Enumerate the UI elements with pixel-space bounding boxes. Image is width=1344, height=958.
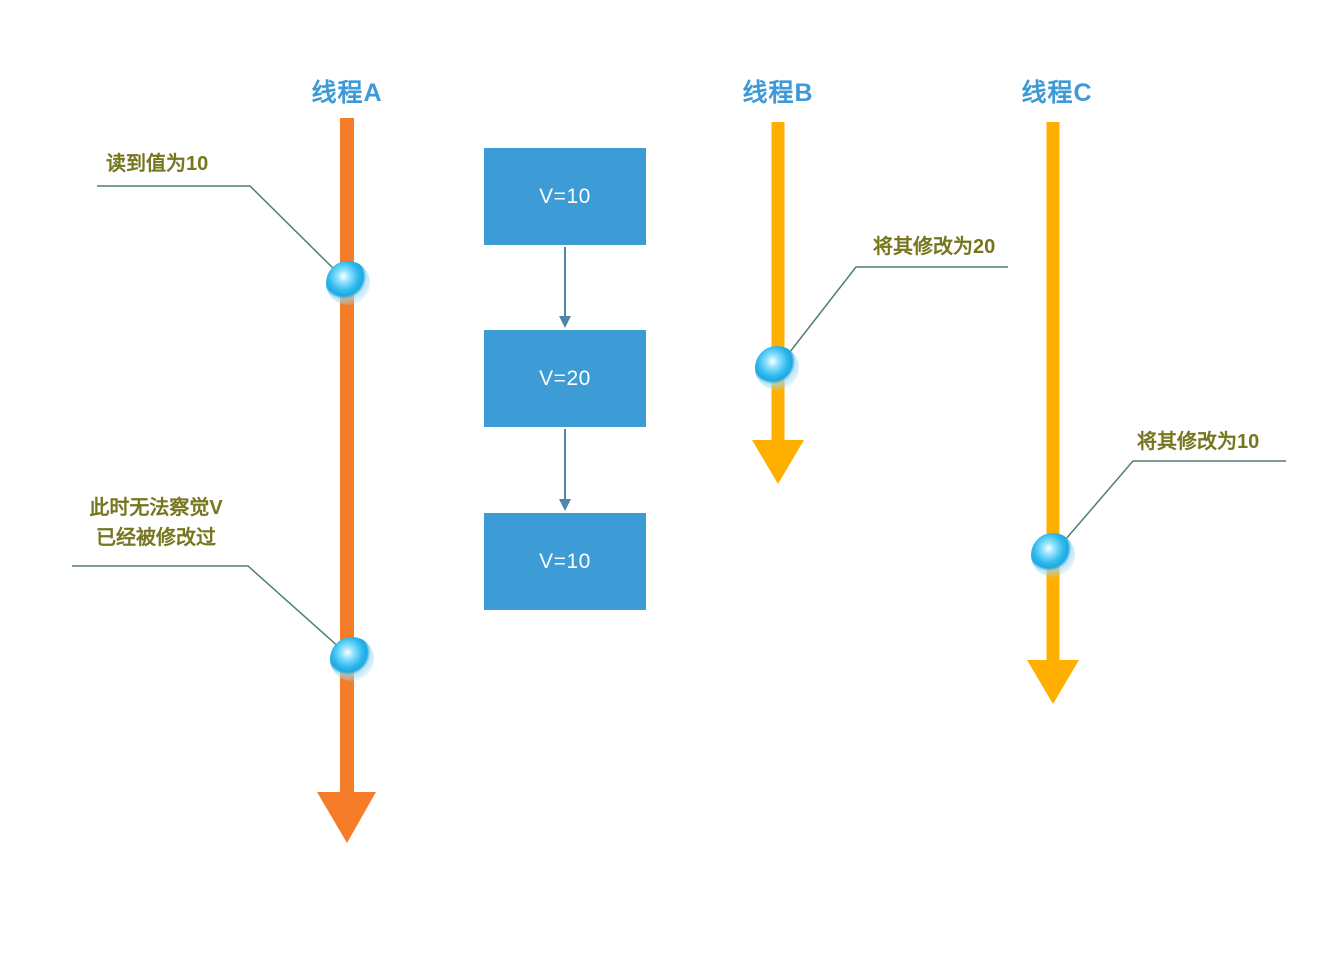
thread-c-arrow-shaft xyxy=(1046,122,1060,662)
annotation-modify-to-20: 将其修改为20 xyxy=(873,236,996,258)
box-connector-1-head xyxy=(559,316,571,328)
thread-c-arrow-head xyxy=(1027,660,1079,704)
thread-a-timeline-arrow xyxy=(317,118,376,843)
annotation-read-value-10: 读到值为10 xyxy=(106,153,209,175)
leader-line-cannot-detect xyxy=(72,565,351,658)
thread-b-arrow-head xyxy=(752,440,804,484)
annotation-modify-to-10: 将其修改为10 xyxy=(1137,431,1260,453)
leader-line-modify-to-10 xyxy=(1052,460,1286,555)
box-connector-2-head xyxy=(559,499,571,511)
annotation-cannot-detect-line-2: 已经被修改过 xyxy=(96,527,216,549)
thread-a-arrow-head xyxy=(317,792,376,843)
thread-c-timeline-arrow xyxy=(1027,122,1079,704)
annotation-cannot-detect-line-1: 此时无法察觉V xyxy=(89,497,223,519)
thread-a-read-event-dot xyxy=(326,261,370,305)
thread-c-label: 线程C xyxy=(1021,79,1093,107)
leader-line-modify-to-20 xyxy=(778,266,1008,367)
value-box-v10-initial: V=10 xyxy=(484,148,646,245)
thread-a-second-read-event-dot xyxy=(330,637,374,681)
value-box-v10-again: V=10 xyxy=(484,513,646,610)
thread-c-modify-event-dot xyxy=(1031,533,1075,577)
thread-b-arrow-shaft xyxy=(771,122,785,442)
leader-line-read-value-10 xyxy=(97,185,347,282)
thread-b-label: 线程B xyxy=(742,79,814,107)
box-connector-arrow-1 xyxy=(559,247,571,328)
thread-b-timeline-arrow xyxy=(752,122,804,484)
thread-a-label: 线程A xyxy=(311,79,383,107)
value-box-v20: V=20 xyxy=(484,330,646,427)
thread-b-modify-event-dot xyxy=(755,346,799,390)
annotation-cannot-detect: 此时无法察觉V 已经被修改过 xyxy=(66,493,246,553)
box-connector-arrow-2 xyxy=(559,429,571,511)
thread-a-arrow-shaft xyxy=(340,118,354,795)
